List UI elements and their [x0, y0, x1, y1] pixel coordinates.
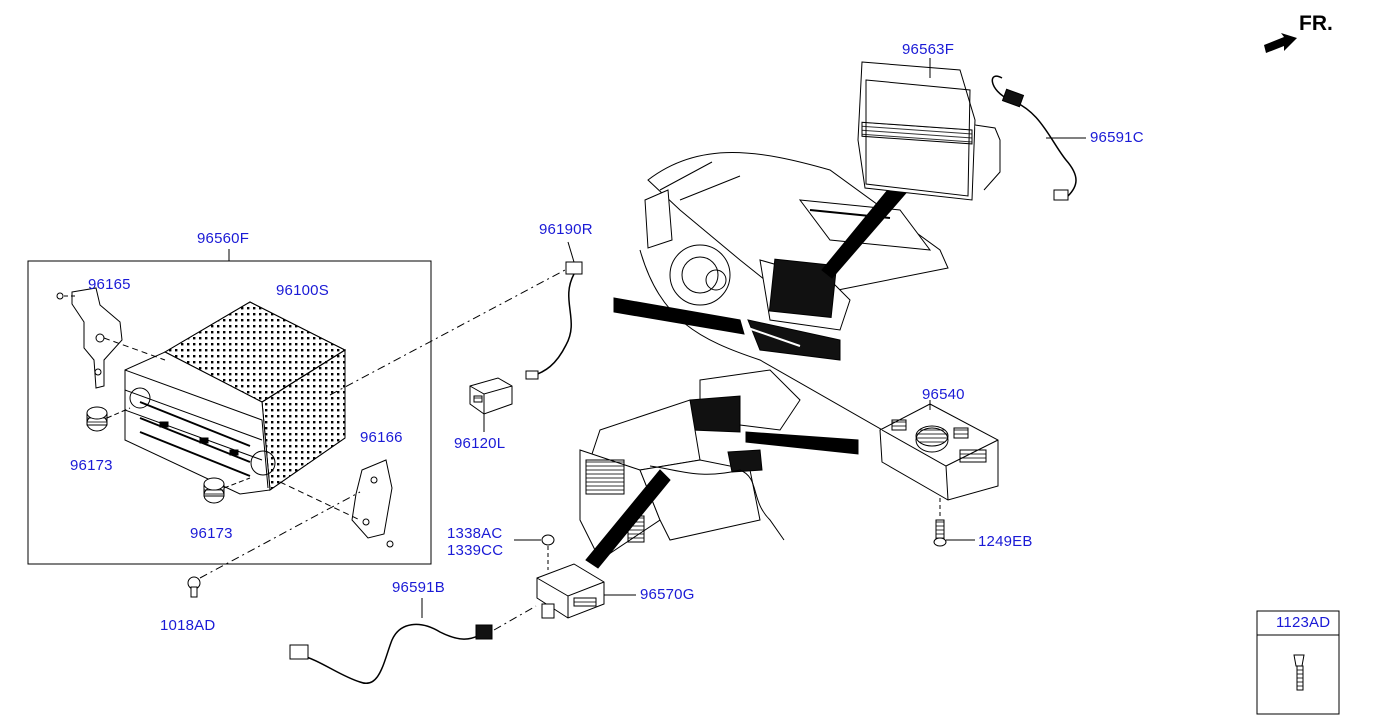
- part-label-96570G[interactable]: 96570G: [640, 586, 695, 603]
- knob-96173-upper: [86, 406, 131, 432]
- part-label-96591B[interactable]: 96591B: [392, 579, 445, 596]
- part-label-96560F[interactable]: 96560F: [197, 230, 250, 247]
- controller-96540: [879, 400, 999, 547]
- left-bracket-96165: [56, 287, 166, 389]
- part-label-1338AC[interactable]: 1338AC: [447, 525, 503, 542]
- part-label-96591C[interactable]: 96591C: [1090, 129, 1144, 146]
- right-bracket-96166: [279, 459, 394, 548]
- part-label-96540[interactable]: 96540: [922, 386, 965, 403]
- part-label-96165[interactable]: 96165: [88, 276, 131, 293]
- front-direction-arrow-icon: [1264, 33, 1297, 53]
- radio-chassis-96100S: [124, 301, 347, 495]
- part-label-96173-upper[interactable]: 96173: [70, 457, 113, 474]
- part-box-1123AD: [1256, 610, 1340, 715]
- module-96120L: [469, 377, 513, 432]
- vehicle-interior-illustration: [579, 152, 949, 569]
- part-label-1018AD[interactable]: 1018AD: [160, 617, 216, 634]
- knob-96173-lower: [203, 477, 251, 504]
- cable-96591B: [289, 598, 537, 685]
- part-label-1123AD[interactable]: 1123AD: [1276, 614, 1331, 631]
- part-label-1249EB[interactable]: 1249EB: [978, 533, 1033, 550]
- front-direction-label: FR.: [1299, 12, 1333, 35]
- part-label-96173-lower[interactable]: 96173: [190, 525, 233, 542]
- part-label-1339CC[interactable]: 1339CC: [447, 542, 504, 559]
- clip-1018AD: [187, 491, 361, 598]
- cable-96190R: [525, 241, 583, 380]
- part-label-96120L[interactable]: 96120L: [454, 435, 506, 452]
- module-96570G: [536, 563, 636, 619]
- part-label-96190R[interactable]: 96190R: [539, 221, 593, 238]
- part-label-96563F[interactable]: 96563F: [902, 41, 955, 58]
- display-96563F: [857, 58, 1001, 201]
- part-label-96166[interactable]: 96166: [360, 429, 403, 446]
- cable-96591C: [991, 75, 1086, 201]
- part-label-96100S[interactable]: 96100S: [276, 282, 329, 299]
- nut-1338AC: [514, 534, 555, 570]
